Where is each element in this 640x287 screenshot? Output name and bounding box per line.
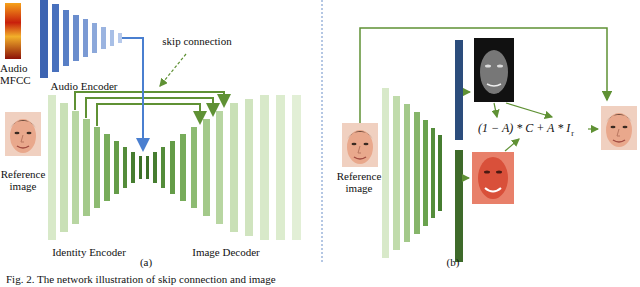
annotation-label: skip connection (152, 35, 242, 47)
input-label: Reference image (334, 170, 384, 194)
decoder-label: Image Decoder (186, 246, 266, 258)
input-label: Audio MFCC (0, 62, 27, 86)
panel-label: (b) (442, 256, 464, 268)
figure-caption: Fig. 2. The network illustration of skip… (6, 273, 276, 285)
encoder-label: Audio Encoder (44, 80, 124, 92)
encoder-label: Identity Encoder (44, 246, 134, 258)
formula-subscript: r (571, 128, 574, 140)
blend-formula: (1 − A) * C + A * I (478, 122, 570, 134)
input-label: Reference image (0, 168, 46, 192)
panel-label: (a) (135, 256, 157, 268)
